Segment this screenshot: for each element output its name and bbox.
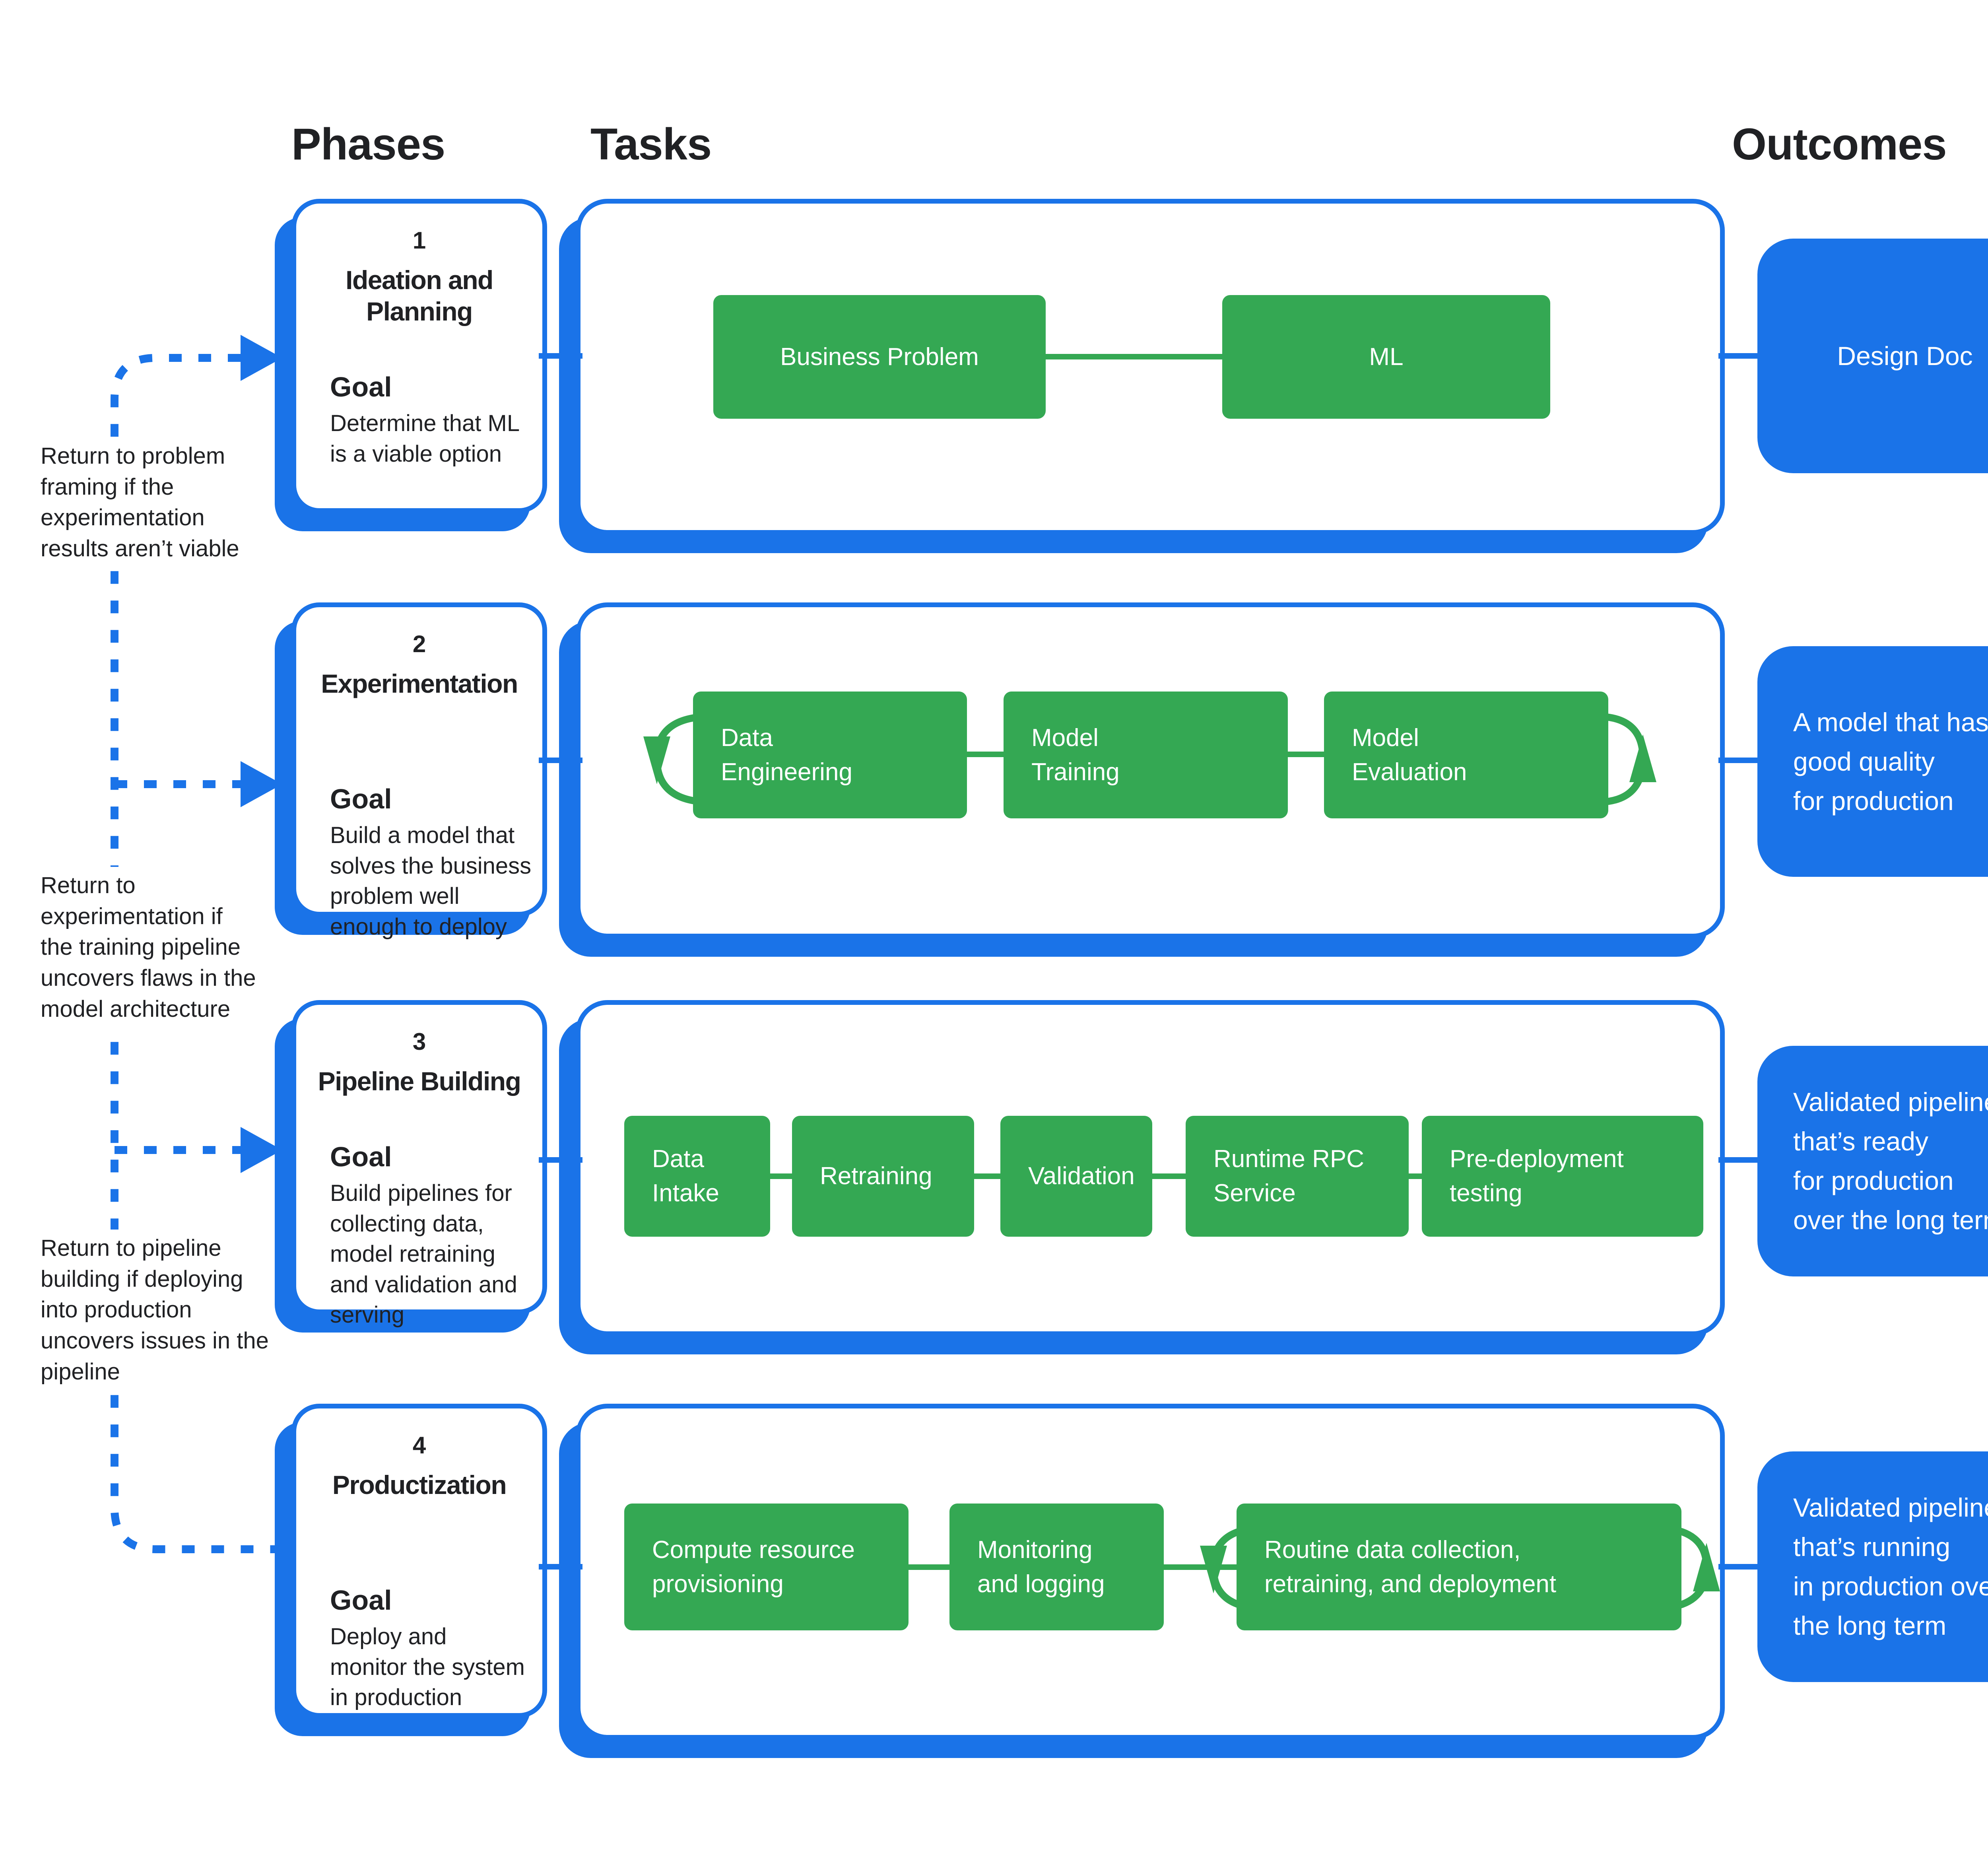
loop-arrow-up-icon [1693, 1543, 1720, 1591]
phase-number: 2 [412, 631, 426, 657]
arrowhead-to-phase-1-icon [241, 335, 282, 381]
phase-title: Ideation and Planning [346, 265, 493, 326]
task-ml: ML [1222, 295, 1550, 419]
task-connector-line [1152, 1173, 1186, 1179]
connector-tasks3-outcome [1718, 1157, 1762, 1163]
tasks-container-pipeline-building: Data Intake Retraining Validation Runtim… [576, 1000, 1725, 1336]
task-connector-line [1164, 1564, 1237, 1570]
phase-title: Pipeline Building [318, 1066, 521, 1096]
goal-text: Build pipelines for collecting data, mod… [330, 1180, 517, 1328]
task-compute-resource-provisioning: Compute resource provisioning [624, 1504, 909, 1630]
goal-label: Goal [330, 371, 392, 403]
connector-phase3-tasks [539, 1157, 582, 1163]
phase-title: Productization [332, 1470, 507, 1500]
goal-text: Deploy and monitor the system in product… [330, 1624, 525, 1711]
goal-label: Goal [330, 1585, 392, 1616]
task-connector-line [967, 752, 1004, 757]
goal-text: Determine that ML is a viable option [330, 410, 520, 467]
goal-text: Build a model that solves the business p… [330, 822, 532, 940]
task-connector-line [909, 1564, 949, 1570]
task-connector-line [1046, 354, 1222, 359]
task-connector-line [770, 1173, 792, 1179]
arrowhead-to-phase-2-icon [241, 761, 282, 807]
outcome-validated-pipeline-running: Validated pipeline that’s running in pro… [1757, 1451, 1988, 1682]
phase-goal: Goal Build a model that solves the busin… [330, 783, 538, 942]
tasks-container-ideation: Business Problem ML [576, 199, 1725, 535]
outcome-design-doc: Design Doc [1757, 239, 1988, 473]
phase-card-productization: 4 Productization Goal Deploy and monitor… [291, 1404, 547, 1718]
connector-tasks1-outcome [1718, 353, 1762, 359]
task-business-problem: Business Problem [713, 295, 1046, 419]
phases-column-header: Phases [291, 119, 445, 169]
task-retraining: Retraining [792, 1116, 974, 1237]
connector-tasks2-outcome [1718, 758, 1762, 763]
connector-phase1-tasks [539, 353, 582, 359]
annotation-return-problem-framing: Return to problem framing if the experim… [36, 437, 244, 567]
task-runtime-rpc-service: Runtime RPC Service [1186, 1116, 1409, 1237]
outcomes-column-header: Outcomes [1732, 119, 1947, 169]
phase-card-experimentation: 2 Experimentation Goal Build a model tha… [291, 602, 547, 940]
connector-phase2-tasks [539, 758, 582, 763]
task-monitoring-and-logging: Monitoring and logging [949, 1504, 1164, 1630]
loop-arrow-down-icon [643, 736, 670, 784]
phase-number: 3 [412, 1028, 426, 1055]
connector-phase4-tasks [539, 1564, 582, 1570]
task-connector-line [1409, 1173, 1422, 1179]
tasks-container-experimentation: Data Engineering Model Training Model Ev… [576, 602, 1725, 938]
annotation-return-pipeline-building: Return to pipeline building if deploying… [36, 1230, 274, 1391]
phase-title: Experimentation [321, 669, 518, 698]
tasks-column-header: Tasks [590, 119, 712, 169]
annotation-return-experimentation-left: Return to experimentation if the trainin… [36, 867, 261, 1028]
task-model-training: Model Training [1004, 692, 1288, 818]
tasks-container-productization: Compute resource provisioning Monitoring… [576, 1404, 1725, 1740]
outcome-validated-pipeline-ready: Validated pipeline that’s ready for prod… [1757, 1046, 1988, 1276]
task-model-evaluation: Model Evaluation [1324, 692, 1608, 818]
task-data-engineering: Data Engineering [693, 692, 967, 818]
goal-label: Goal [330, 1141, 392, 1173]
loop-arrow-up-icon [1629, 734, 1656, 782]
task-validation: Validation [1000, 1116, 1152, 1237]
task-routine-data-collection: Routine data collection, retraining, and… [1237, 1504, 1681, 1630]
goal-label: Goal [330, 783, 392, 815]
phase-goal: Goal Build pipelines for collecting data… [330, 1141, 538, 1331]
task-connector-line [1288, 752, 1324, 757]
phase-card-ideation-planning: 1 Ideation and Planning Goal Determine t… [291, 199, 547, 513]
phase-number: 4 [412, 1432, 426, 1459]
arrowhead-to-phase-3-icon [241, 1127, 282, 1173]
connector-tasks4-outcome [1718, 1564, 1762, 1570]
phase-card-pipeline-building: 3 Pipeline Building Goal Build pipelines… [291, 1000, 547, 1328]
phase-goal: Goal Determine that ML is a viable optio… [330, 371, 538, 469]
phase-number: 1 [412, 227, 426, 254]
task-connector-line [974, 1173, 1000, 1179]
outcome-quality-model: A model that has good quality for produc… [1757, 646, 1988, 877]
phase-goal: Goal Deploy and monitor the system in pr… [330, 1584, 538, 1713]
task-data-intake: Data Intake [624, 1116, 770, 1237]
task-pre-deployment-testing: Pre-deployment testing [1422, 1116, 1703, 1237]
